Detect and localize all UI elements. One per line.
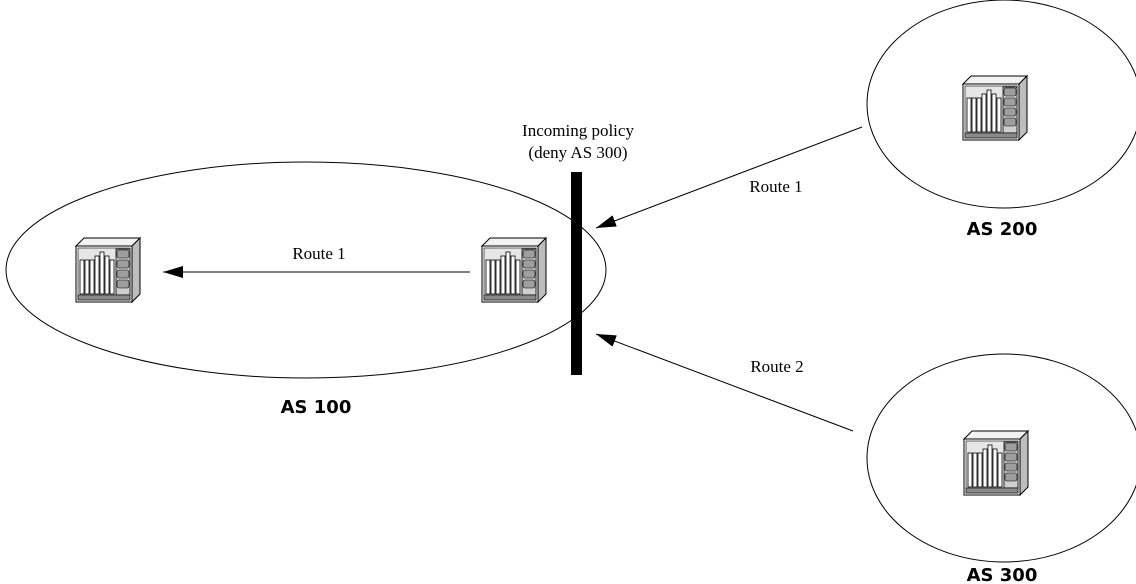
router-icon	[962, 75, 1028, 141]
policy-filter-bar	[571, 172, 582, 375]
route-label-internal: Route 1	[292, 244, 345, 263]
router-icon	[75, 237, 141, 303]
route-label-as200: Route 1	[749, 177, 802, 196]
router-icon	[481, 237, 547, 303]
policy-label-line1: Incoming policy	[522, 121, 634, 140]
as200-boundary	[866, 0, 1136, 209]
router-icon	[963, 430, 1029, 496]
as300-boundary	[866, 353, 1136, 563]
route-arrow-as300	[595, 333, 854, 432]
as-label-200: AS 200	[967, 219, 1038, 240]
as100-boundary	[5, 161, 607, 379]
as-label-300: AS 300	[967, 565, 1038, 584]
route-label-as300: Route 2	[750, 357, 803, 376]
as-label-100: AS 100	[281, 397, 352, 418]
policy-label-line2: (deny AS 300)	[528, 143, 627, 162]
route-arrow-as200	[595, 126, 863, 229]
